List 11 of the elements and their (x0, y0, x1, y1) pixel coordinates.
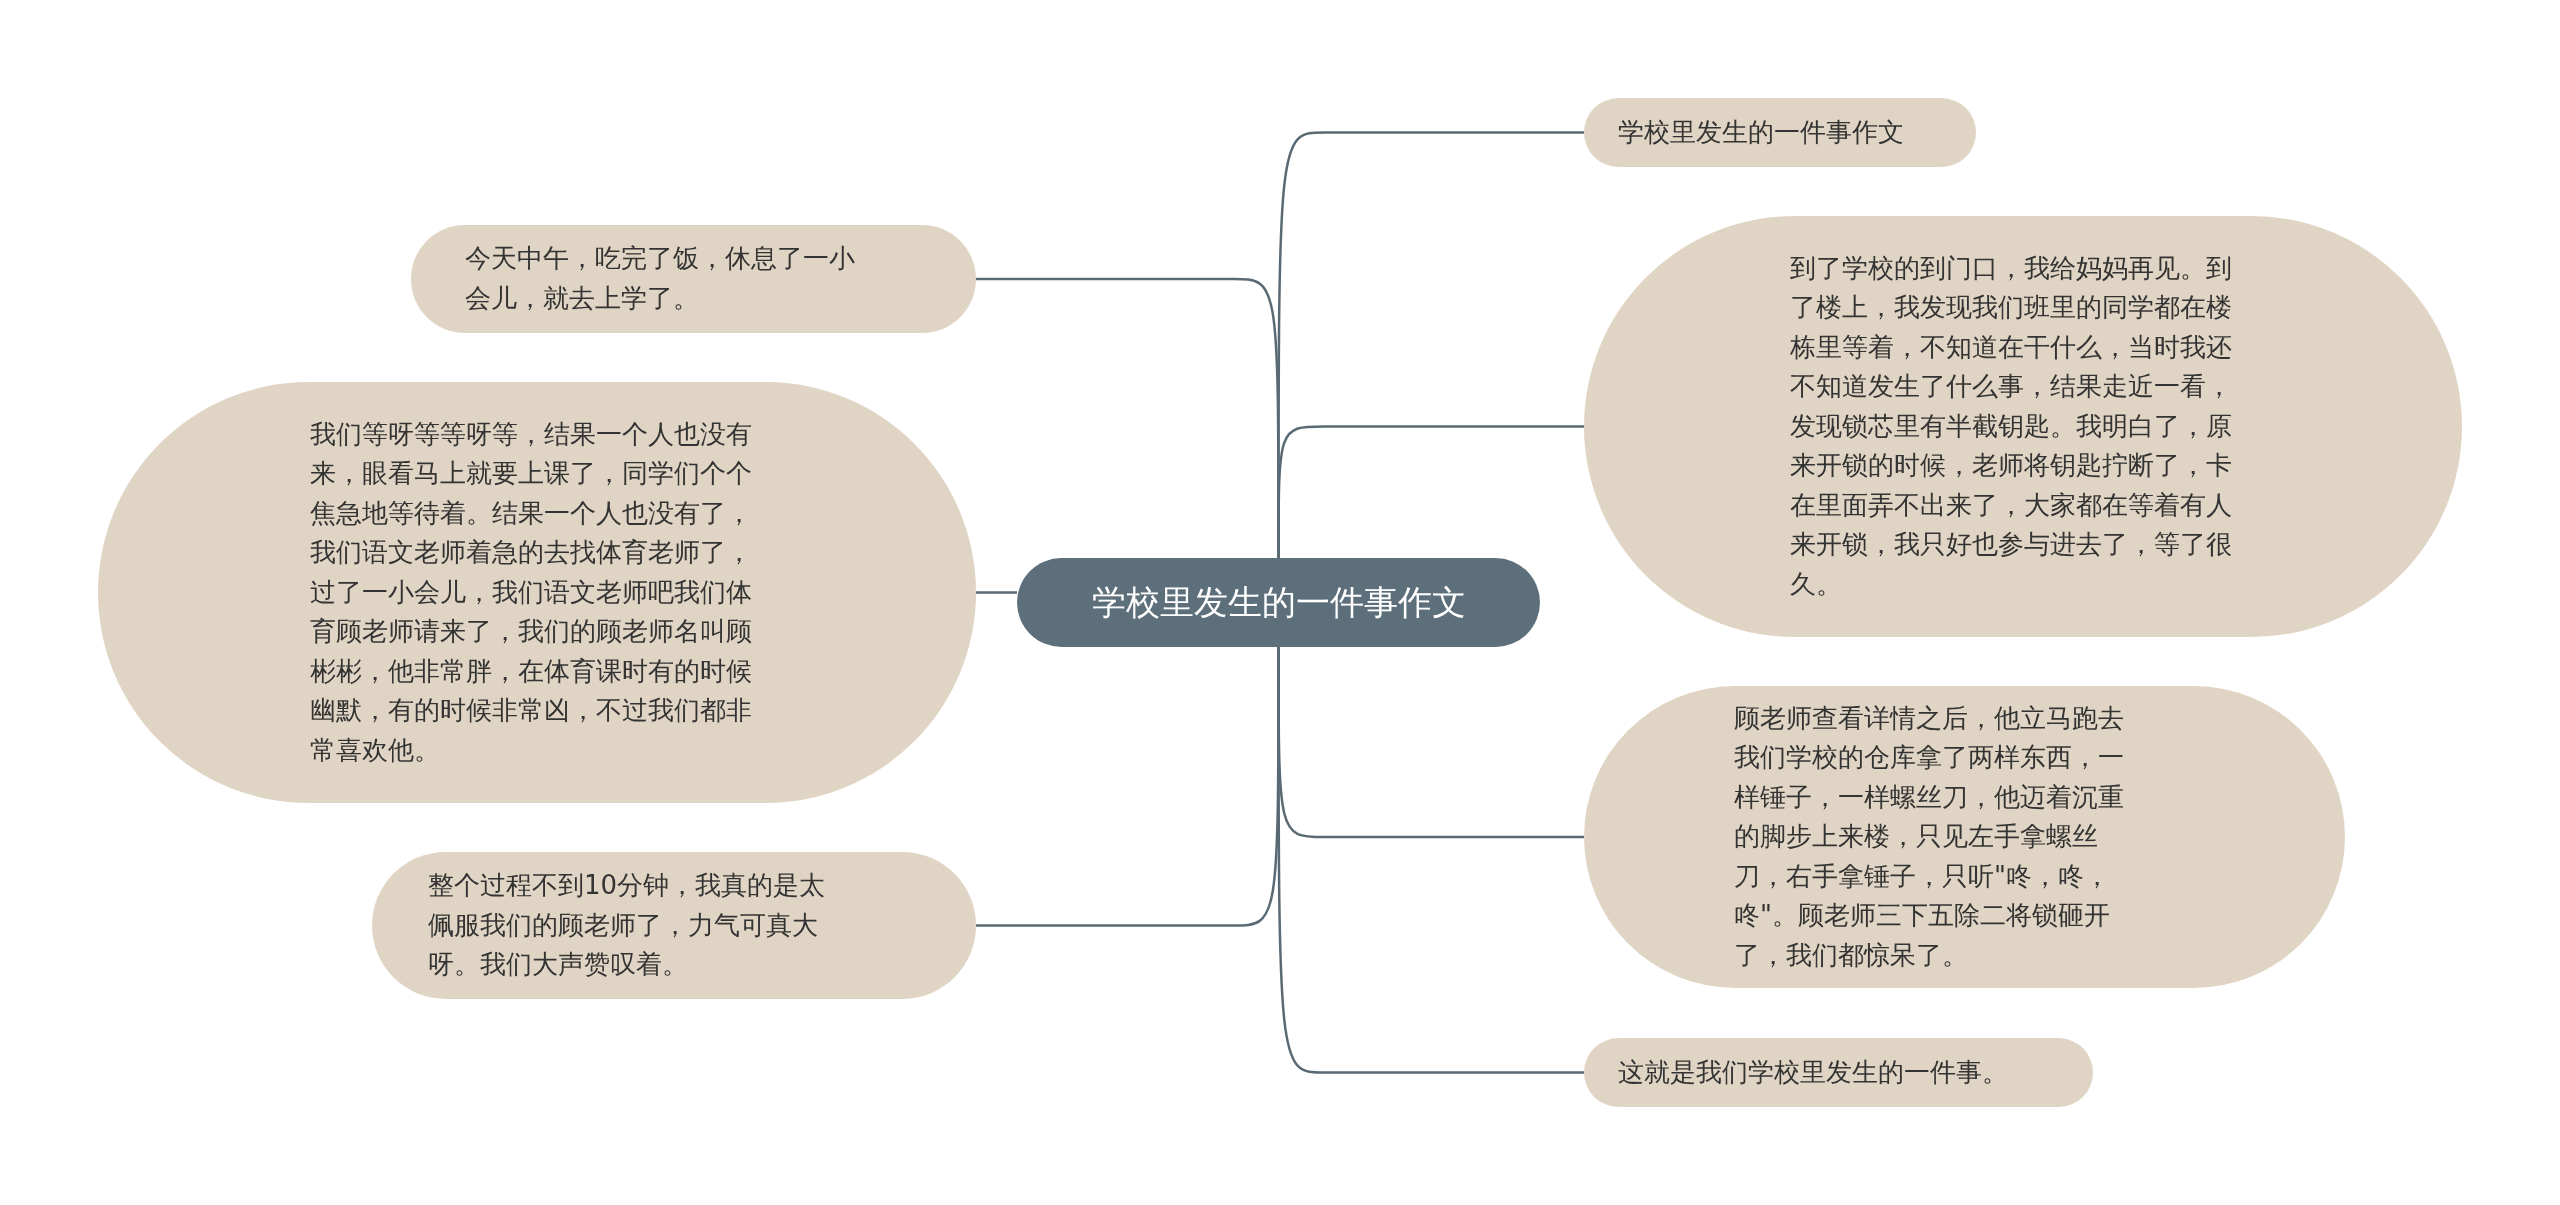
topic-text: 到了学校的到门口，我给妈妈再见。到了楼上，我发现我们班里的同学都在楼栋里等着，不知道在干什么，当时我还不知道发生了什么事，结果走近一看，发现锁芯里有半截钥匙。我明白了，原来开锁的时候，老师将钥匙拧断了，卡在里面弄不出来了，大家都在等着有人来开锁，我只好也参与进去了，等了很久。 (1790, 251, 2233, 601)
topic-text: 我们等呀等等呀等，结果一个人也没有来，眼看马上就要上课了，同学们个个焦急地等待着。结果一个人也没有了，我们语文老师着急的去找体育老师了，过了一小会儿，我们语文老师吧我们体育顾老师请来了，我们的顾老师名叫顾彬彬，他非常胖，在体育课时有的时候幽默，有的时候非常凶，不过我们都非常喜欢他。 (310, 417, 753, 767)
connector-line (976, 591, 1017, 594)
topic-text: 顾老师查看详情之后，他立马跑去我们学校的仓库拿了两样东西，一样锤子，一样螺丝刀，他迈着沉重的脚步上来楼，只见左手拿螺丝刀，右手拿锤子，只听"咚，咚，咚"。顾老师三下五除二将锁砸开了，我们都惊呆了。 (1734, 701, 2125, 972)
connector-line (976, 647, 1280, 927)
central-topic-text: 学校里发生的一件事作文 (1091, 582, 1466, 623)
connector-line (976, 277, 1280, 558)
topic-text: 整个过程不到10分钟，我真的是太佩服我们的顾老师了，力气可真大呀。我们大声赞叹着。 (428, 869, 826, 982)
topic-text: 学校里发生的一件事作文 (1618, 115, 1904, 149)
topic-text: 今天中午，吃完了饭，休息了一小会儿，就去上学了。 (465, 242, 856, 315)
topic-text: 这就是我们学校里发生的一件事。 (1618, 1055, 2008, 1089)
